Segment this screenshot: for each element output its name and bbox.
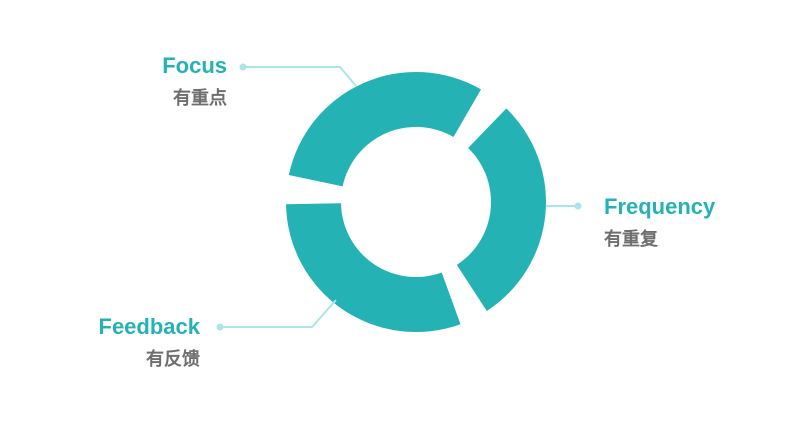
connector-focus-dot <box>239 63 247 71</box>
connector-frequency-dot <box>574 202 582 210</box>
feedback-subtitle: 有反馈 <box>146 349 200 369</box>
ring-segment-feedback <box>286 203 461 333</box>
ring-segments <box>286 71 546 333</box>
connector-focus <box>243 66 357 87</box>
frequency-subtitle: 有重复 <box>604 229 658 249</box>
feedback-title: Feedback <box>98 314 201 339</box>
label-frequency: Frequency 有重复 <box>604 194 715 250</box>
connector-lines <box>216 63 582 331</box>
frequency-title: Frequency <box>604 194 716 219</box>
ring-segment-focus <box>288 71 481 187</box>
ring-segment-frequency <box>456 108 546 311</box>
connector-feedback <box>220 299 337 328</box>
focus-title: Focus <box>162 53 227 78</box>
focus-subtitle: 有重点 <box>173 88 227 108</box>
label-feedback: Feedback 有反馈 <box>99 314 201 370</box>
connector-feedback-dot <box>216 323 224 331</box>
label-focus: Focus 有重点 <box>162 53 227 109</box>
